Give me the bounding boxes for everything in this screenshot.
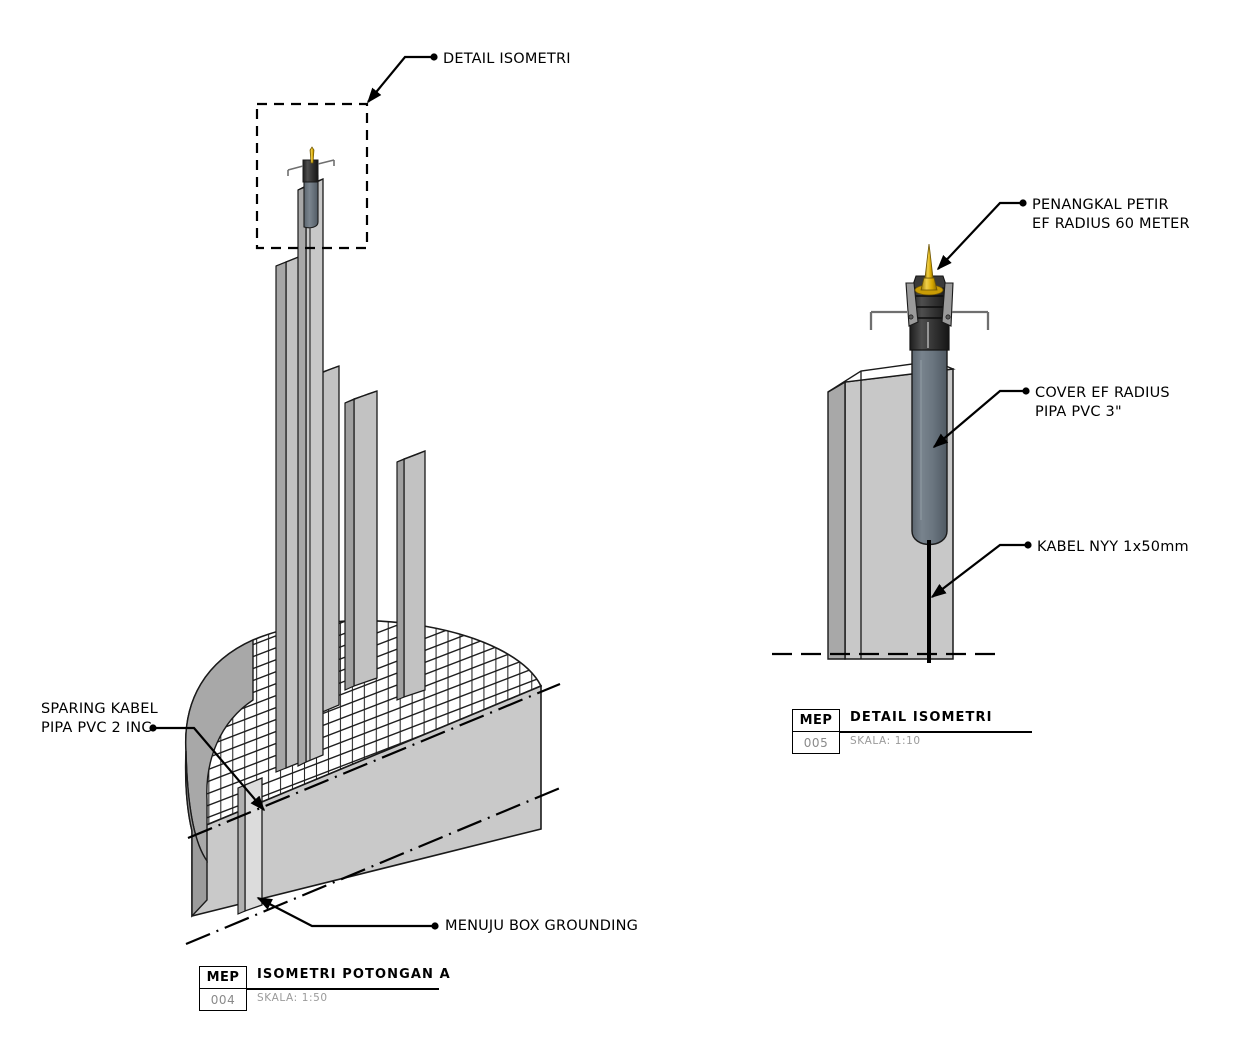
concrete-base-slab bbox=[184, 619, 543, 918]
leader-dot bbox=[1022, 387, 1030, 395]
leader-dot bbox=[1019, 199, 1027, 207]
title-block-title: DETAIL ISOMETRI bbox=[850, 710, 993, 725]
title-block-rule bbox=[840, 731, 1032, 734]
title-block-code-box: MEP 004 bbox=[199, 966, 247, 1011]
title-block-isometri-potongan-a: MEP 004 ISOMETRI POTONGAN A SKALA: 1:50 bbox=[199, 966, 450, 1012]
clamp-fins bbox=[905, 282, 954, 327]
sparing-pipe-section-shade bbox=[237, 784, 246, 915]
annotation-sparing-kabel: SPARING KABEL PIPA PVC 2 INC bbox=[41, 700, 158, 738]
title-block-scale: SKALA: 1:50 bbox=[257, 992, 328, 1004]
leader-detail-isometri bbox=[367, 53, 438, 104]
annotation-line: DETAIL ISOMETRI bbox=[443, 51, 571, 67]
leader-cover-ef-radius bbox=[932, 387, 1030, 448]
spike-small bbox=[309, 146, 315, 164]
annotation-line: KABEL NYY 1x50mm bbox=[1037, 539, 1189, 555]
bracket-arm-ends-small bbox=[287, 160, 335, 176]
leader-dot bbox=[431, 922, 439, 930]
gold-spike bbox=[914, 243, 944, 296]
annotation-line: PIPA PVC 3" bbox=[1035, 404, 1122, 420]
column-left-face bbox=[827, 380, 846, 660]
annotation-line: EF RADIUS 60 METER bbox=[1032, 216, 1190, 232]
leader-penangkal-petir bbox=[936, 199, 1027, 271]
annotation-line: COVER EF RADIUS bbox=[1035, 385, 1170, 401]
annotation-line: PENANGKAL PETIR bbox=[1032, 197, 1169, 213]
title-block-number: 004 bbox=[210, 993, 236, 1007]
pvc-cover-body bbox=[911, 347, 948, 546]
air-terminal-assembly-small bbox=[287, 146, 335, 760]
post-4 bbox=[396, 450, 426, 701]
leader-menuju-box-grounding bbox=[256, 897, 439, 930]
detail-callout-box bbox=[255, 102, 369, 250]
isometri-potongan-a-view bbox=[149, 53, 561, 946]
leader-dot bbox=[1024, 541, 1032, 549]
annotation-detail-isometri-callout: DETAIL ISOMETRI bbox=[443, 50, 571, 69]
leader-dot bbox=[430, 53, 438, 61]
slab-left-rounded-edge bbox=[184, 750, 208, 918]
title-block-discipline: MEP bbox=[793, 710, 839, 732]
bracket-arms-small bbox=[287, 159, 335, 171]
section-line-upper bbox=[187, 682, 561, 840]
post-3 bbox=[344, 390, 378, 691]
spike-tip bbox=[924, 243, 934, 279]
title-block-detail-isometri: MEP 005 DETAIL ISOMETRI SKALA: 1:10 bbox=[792, 709, 1032, 755]
annotation-line: SPARING KABEL bbox=[41, 701, 158, 717]
clamp-fin-right bbox=[941, 282, 954, 327]
annotation-line: MENUJU BOX GROUNDING bbox=[445, 918, 639, 934]
annotation-cover-ef-radius: COVER EF RADIUS PIPA PVC 3" bbox=[1035, 384, 1170, 422]
annotation-line: PIPA PVC 2 INC bbox=[41, 720, 152, 736]
support-arms bbox=[869, 310, 990, 330]
rod-body-small bbox=[302, 159, 319, 183]
title-block-scale: SKALA: 1:10 bbox=[850, 735, 921, 747]
annotation-menuju-box-grounding: MENUJU BOX GROUNDING bbox=[445, 917, 638, 936]
leader-dot bbox=[149, 724, 157, 732]
section-line-lower bbox=[185, 786, 561, 946]
spike-collar bbox=[920, 277, 938, 291]
title-block-number: 005 bbox=[803, 736, 829, 750]
detail-isometri-view bbox=[772, 199, 1032, 663]
title-block-code-box: MEP 005 bbox=[792, 709, 840, 754]
title-block-title: ISOMETRI POTONGAN A bbox=[257, 967, 451, 982]
annotation-penangkal-petir: PENANGKAL PETIR EF RADIUS 60 METER bbox=[1032, 196, 1190, 234]
clamp-fin-left bbox=[905, 282, 919, 327]
title-block-discipline: MEP bbox=[200, 967, 246, 989]
pvc-cover-small bbox=[303, 175, 319, 229]
clamp-bolt-left bbox=[908, 314, 914, 320]
title-block-rule bbox=[247, 988, 439, 991]
leader-sparing-kabel bbox=[149, 724, 265, 812]
annotation-kabel-nyy: KABEL NYY 1x50mm bbox=[1037, 538, 1189, 557]
clamp-bolt-right bbox=[945, 314, 951, 320]
leader-kabel-nyy bbox=[930, 541, 1032, 598]
pvc-cover-pipe bbox=[911, 347, 948, 546]
